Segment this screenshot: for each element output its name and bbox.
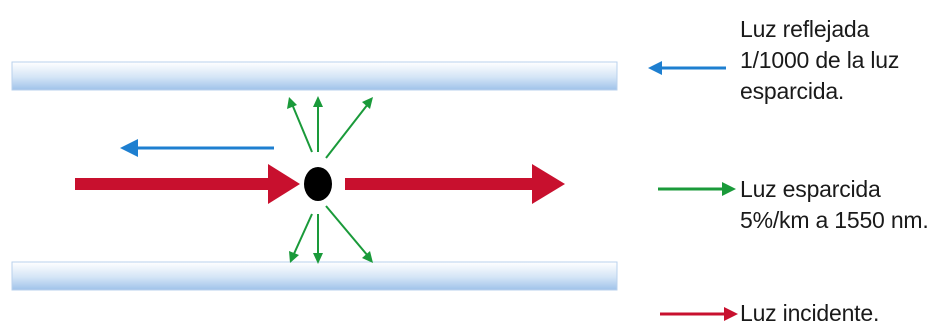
legend-scattered-line2: 5%/km a 1550 nm.: [740, 207, 929, 233]
scattering-particle: [304, 167, 332, 201]
legend-reflected-line3: esparcida.: [740, 78, 845, 104]
reflected-light-arrow: [120, 139, 274, 157]
fiber-bottom-wall: [11, 261, 618, 291]
scattered-light-arrows: [287, 96, 373, 264]
legend-incident-arrow: [660, 307, 738, 321]
legend-scattered-text: Luz esparcida 5%/km a 1550 nm.: [740, 174, 929, 236]
scatter-arrow-up-right: [325, 97, 373, 159]
legend-scattered-arrow: [658, 182, 736, 196]
incident-light-arrow-left: [75, 164, 300, 204]
scatter-arrow-up: [313, 96, 323, 152]
legend-incident-text: Luz incidente.: [740, 298, 879, 329]
legend-incident-line1: Luz incidente.: [740, 300, 880, 326]
legend-reflected-text: Luz reflejada 1/1000 de la luz esparcida…: [740, 14, 899, 107]
scatter-arrow-down-right: [325, 205, 373, 263]
legend-reflected-line2: 1/1000 de la luz: [740, 47, 900, 73]
incident-light-arrow-right: [345, 164, 565, 204]
scatter-arrow-up-left: [287, 97, 313, 153]
scatter-arrow-down: [313, 214, 323, 264]
scatter-arrow-down-left: [289, 213, 313, 263]
legend-reflected-line1: Luz reflejada: [740, 16, 870, 42]
fiber-top-wall: [11, 61, 618, 91]
legend-reflected-arrow: [648, 61, 726, 75]
legend-scattered-line1: Luz esparcida: [740, 176, 881, 202]
